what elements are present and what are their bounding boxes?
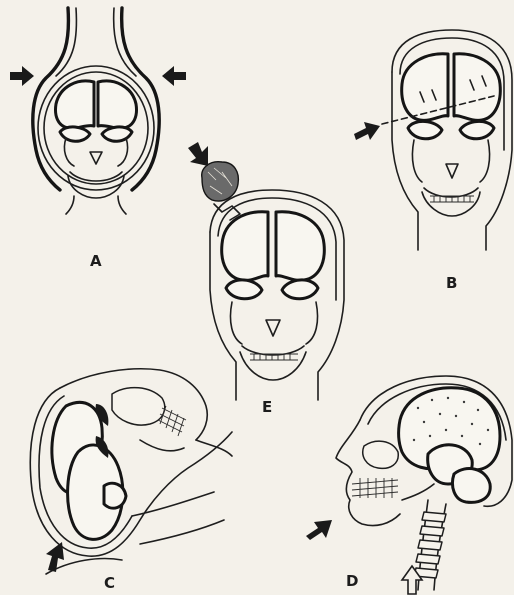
panel-b-arrow-icon [354,122,380,140]
panel-d-label: D [346,572,358,590]
panel-a-brain-left [56,81,95,128]
panel-a-label: A [90,252,102,270]
panel-a: A [10,8,186,270]
panel-d-vertebrae [414,512,446,578]
panel-e-label: E [262,398,272,416]
panel-c-arrow-icon [46,542,64,572]
panel-e-brain-right [276,212,324,281]
panel-b-brain-right [454,54,500,121]
panel-d-teeth [352,478,398,498]
panel-e-stone-icon [202,162,239,201]
panel-a-nose [90,152,102,164]
panel-b-nose [446,164,458,178]
panel-a-left-arrow-icon [10,66,34,86]
panel-a-right-arrow-icon [162,66,186,86]
panel-b-label: B [446,274,457,292]
panel-e-arrow-icon [188,142,208,166]
panel-c: C [30,369,232,592]
panel-d-arrow-icon [306,520,332,540]
panel-c-label: C [104,574,115,592]
panel-b: B [354,30,512,292]
panel-d-cerebellum [453,469,491,503]
panel-a-skull [38,66,154,190]
panel-b-brain-left [402,54,448,121]
panel-e-brain-left [222,212,268,281]
panel-b-skull [392,30,512,250]
panel-d: D [306,376,512,594]
panel-e-nose [266,320,280,336]
panel-e: E [188,142,344,416]
panel-a-brain-right [98,81,137,128]
